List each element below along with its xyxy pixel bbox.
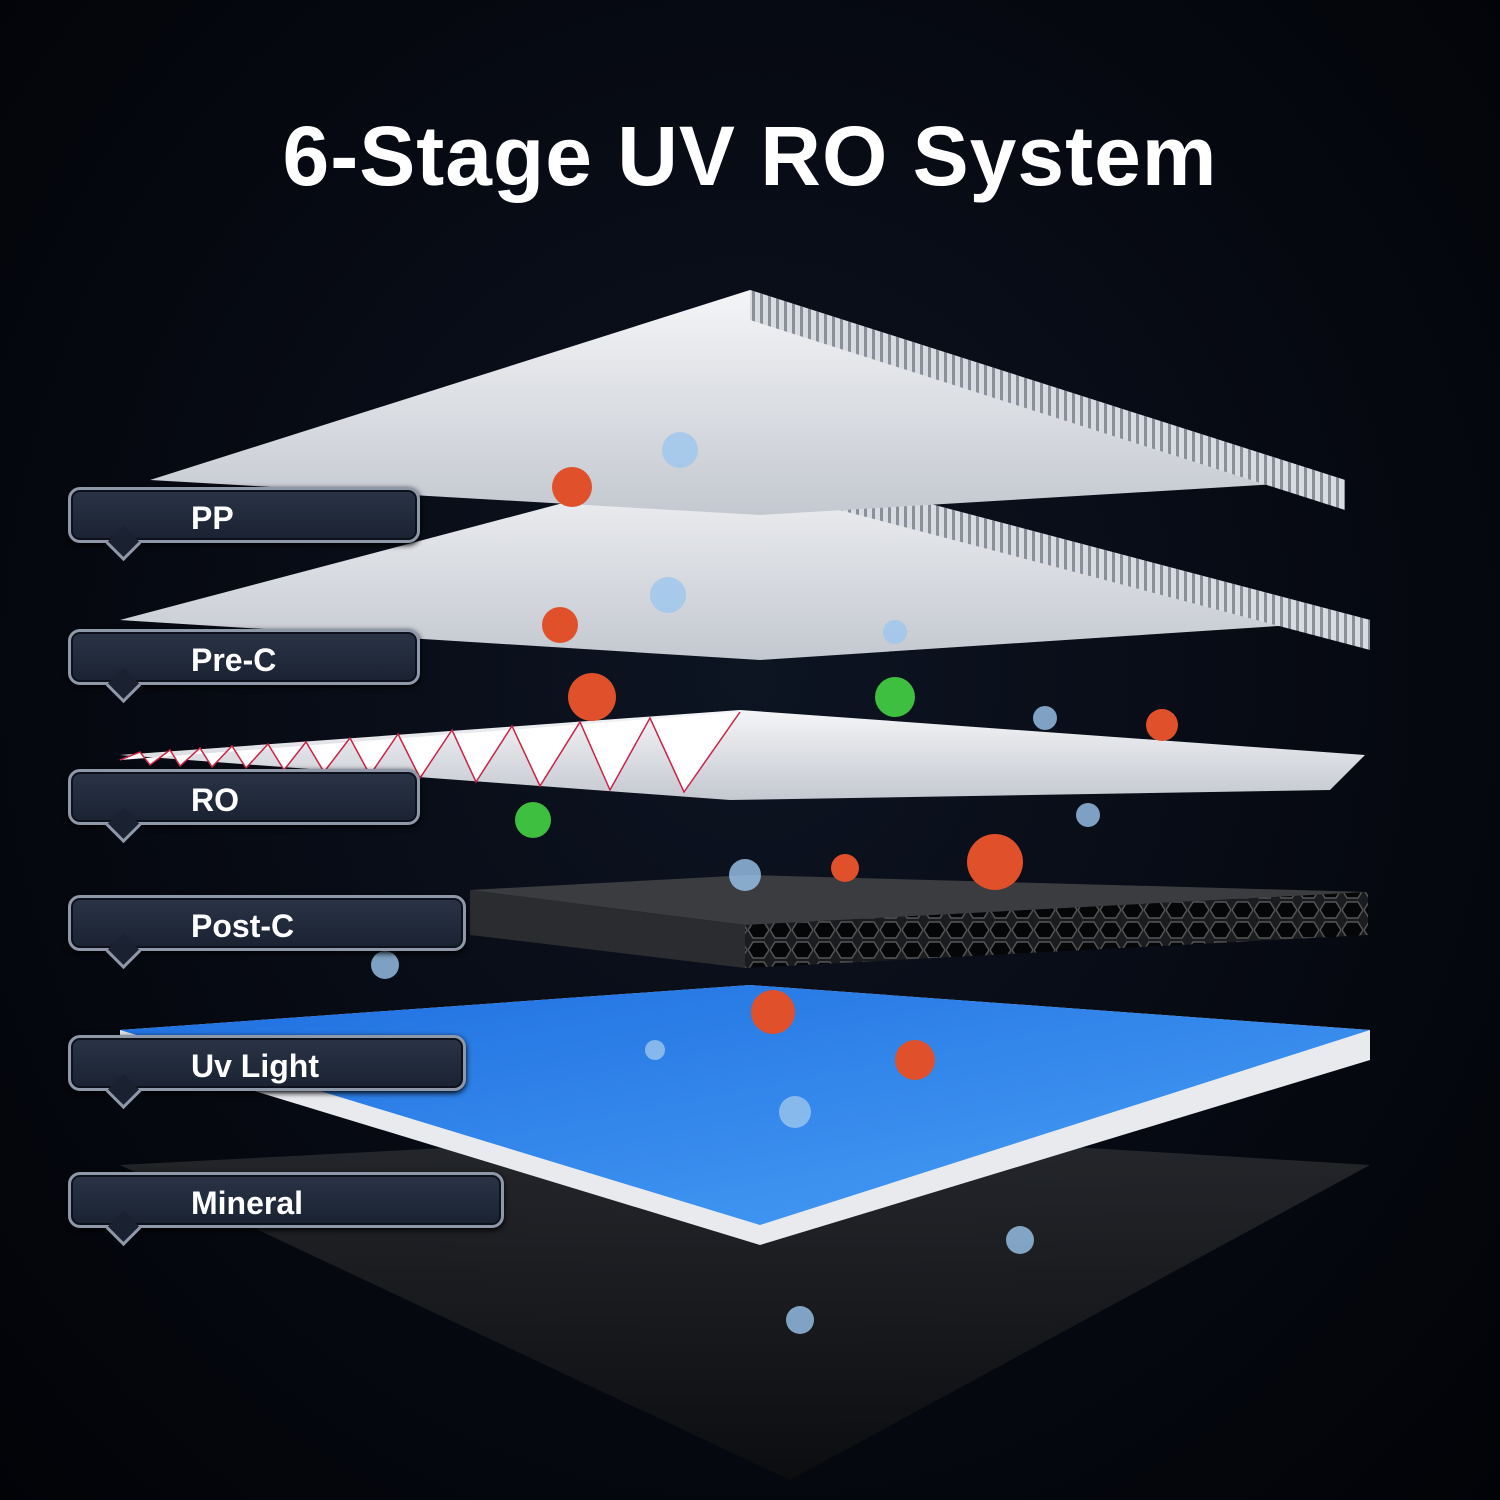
stage-label-pp: PP [68, 487, 420, 543]
page-title: 6-Stage UV RO System [282, 109, 1218, 203]
pp-layer [150, 290, 1345, 515]
ro-layer [119, 710, 1365, 800]
post-c-layer [470, 875, 1368, 968]
stage-label-ro: RO [68, 769, 420, 825]
water-droplets [371, 432, 1100, 1334]
stage-label-mineral: Mineral [68, 1172, 504, 1228]
stage-label-post-c: Post-C [68, 895, 466, 951]
stage-label-uv-light: Uv Light [68, 1035, 466, 1091]
contaminant-particles [515, 467, 1178, 1080]
stage-label-pre-c: Pre-C [68, 629, 420, 685]
